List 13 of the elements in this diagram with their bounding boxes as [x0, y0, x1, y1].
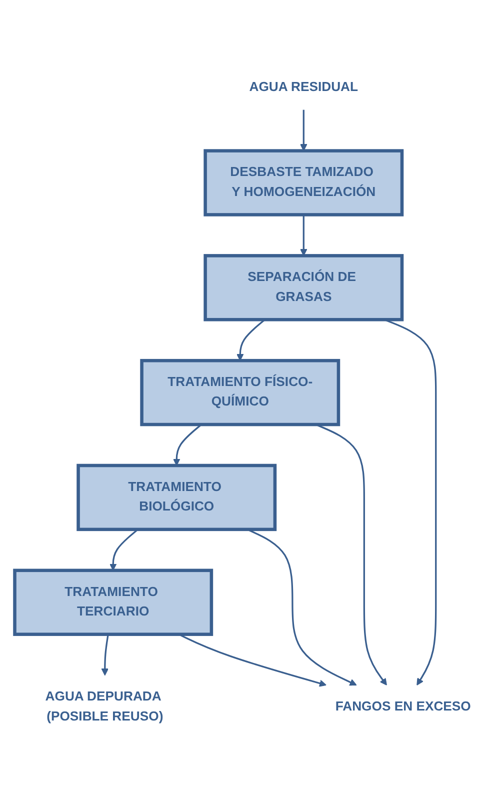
arrow	[101, 634, 109, 676]
node-box: TRATAMIENTO BIOLÓGICO	[76, 464, 277, 532]
node-box: SEPARACIÓN DE GRASAS	[204, 254, 404, 322]
node-box: TRATAMIENTO FÍSICO-QUÍMICO	[140, 359, 340, 426]
node-box: TRATAMIENTO TERCIARIO	[13, 568, 214, 636]
arrow	[236, 319, 266, 362]
node-box: DESBASTE TAMIZADO Y HOMOGENEIZACIÓN	[204, 149, 404, 216]
node-text: AGUA RESIDUAL	[249, 80, 358, 94]
node-text: AGUA DEPURADA (POSIBLE REUSO)	[45, 690, 164, 724]
arrow	[173, 424, 202, 466]
arrow	[300, 110, 308, 152]
arrow	[300, 214, 308, 256]
node-text: FANGOS EN EXCESO	[335, 700, 471, 714]
